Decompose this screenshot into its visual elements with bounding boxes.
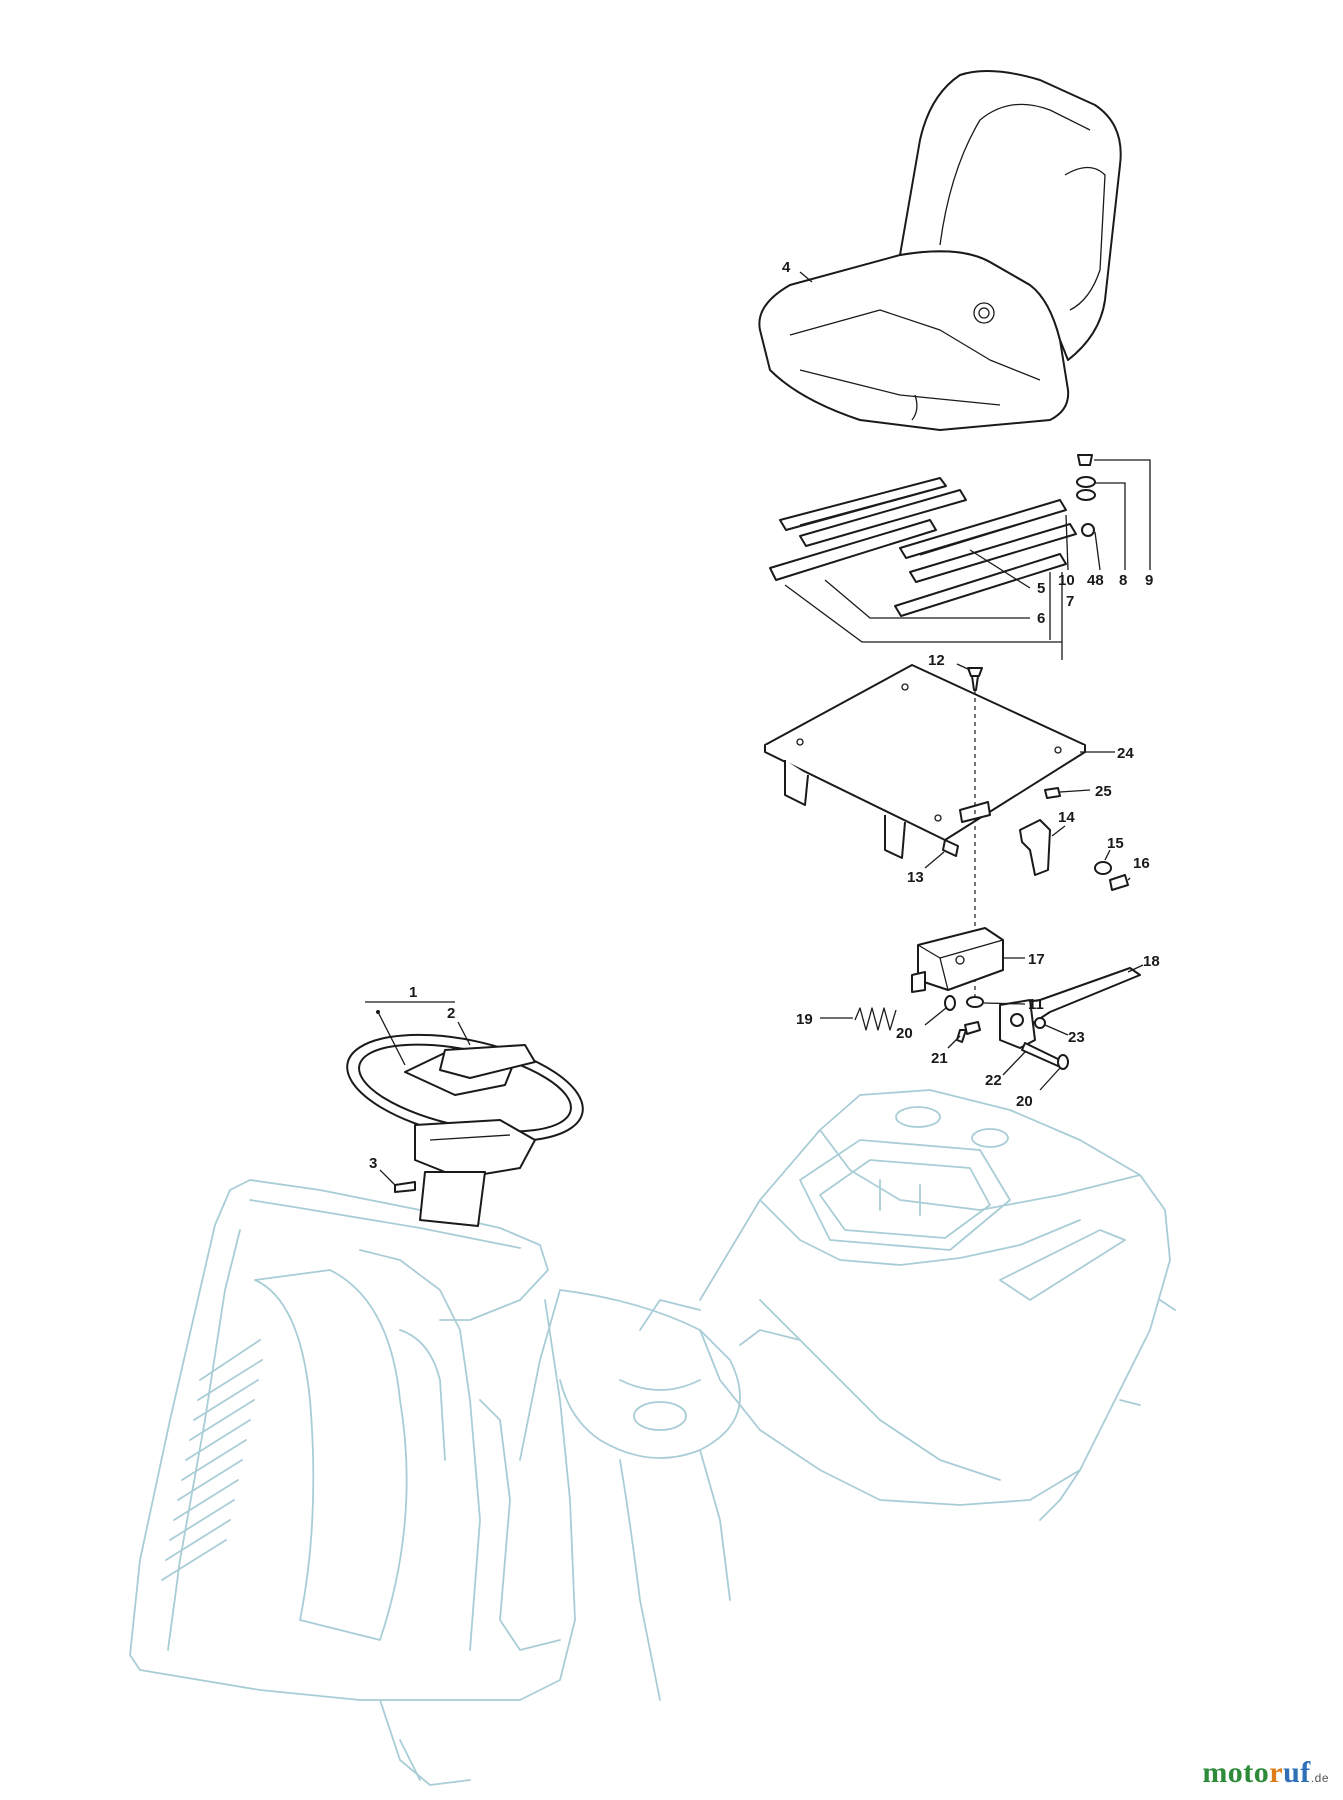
label-14: 14 [1058, 809, 1075, 826]
label-13: 13 [907, 869, 924, 886]
brand-part2: r [1269, 1756, 1284, 1789]
label-5: 5 [1037, 580, 1045, 597]
leader-lines [365, 271, 1151, 1187]
label-23: 23 [1068, 1029, 1085, 1046]
label-8: 8 [1119, 572, 1127, 589]
label-6: 6 [1037, 610, 1045, 627]
label-18: 18 [1143, 953, 1160, 970]
label-12: 12 [928, 652, 945, 669]
label-21: 21 [931, 1050, 948, 1067]
label-20-left: 20 [896, 1025, 913, 1042]
small-hardware [942, 787, 1129, 1008]
brand-part3: uf [1283, 1756, 1311, 1789]
bolt-stack [1076, 454, 1096, 537]
label-9: 9 [1145, 572, 1153, 589]
label-7: 7 [1066, 593, 1074, 610]
part-labels: 1 2 3 4 5 6 7 8 9 10 11 12 13 14 15 16 1… [369, 259, 1160, 1172]
bracket-17 [911, 927, 1004, 993]
steering-wheel [346, 1033, 584, 1227]
tractor-body-outline [129, 1089, 1176, 1786]
label-20-right: 20 [1016, 1093, 1033, 1110]
label-17: 17 [1028, 951, 1045, 968]
label-24: 24 [1117, 745, 1134, 762]
label-3: 3 [369, 1155, 377, 1172]
label-16: 16 [1133, 855, 1150, 872]
spring-19 [854, 1007, 897, 1031]
brand-tld: .de [1310, 1771, 1329, 1785]
label-19: 19 [796, 1011, 813, 1028]
label-48: 48 [1087, 572, 1104, 589]
label-15: 15 [1107, 835, 1124, 852]
bolts-20-21 [944, 995, 1069, 1070]
label-25: 25 [1095, 783, 1112, 800]
label-2: 2 [447, 1005, 455, 1022]
seat-adjust-lever [999, 967, 1141, 1067]
label-4: 4 [782, 259, 791, 276]
brand-logo: motoruf.de [1202, 1756, 1329, 1790]
brand-part1: moto [1202, 1756, 1270, 1789]
seat-plate [764, 664, 1086, 859]
seat-slide-rails [769, 477, 1077, 617]
label-1: 1 [409, 984, 417, 1001]
label-11: 11 [1028, 996, 1044, 1013]
label-10: 10 [1058, 572, 1075, 589]
label-22: 22 [985, 1072, 1002, 1089]
seat [758, 70, 1122, 431]
